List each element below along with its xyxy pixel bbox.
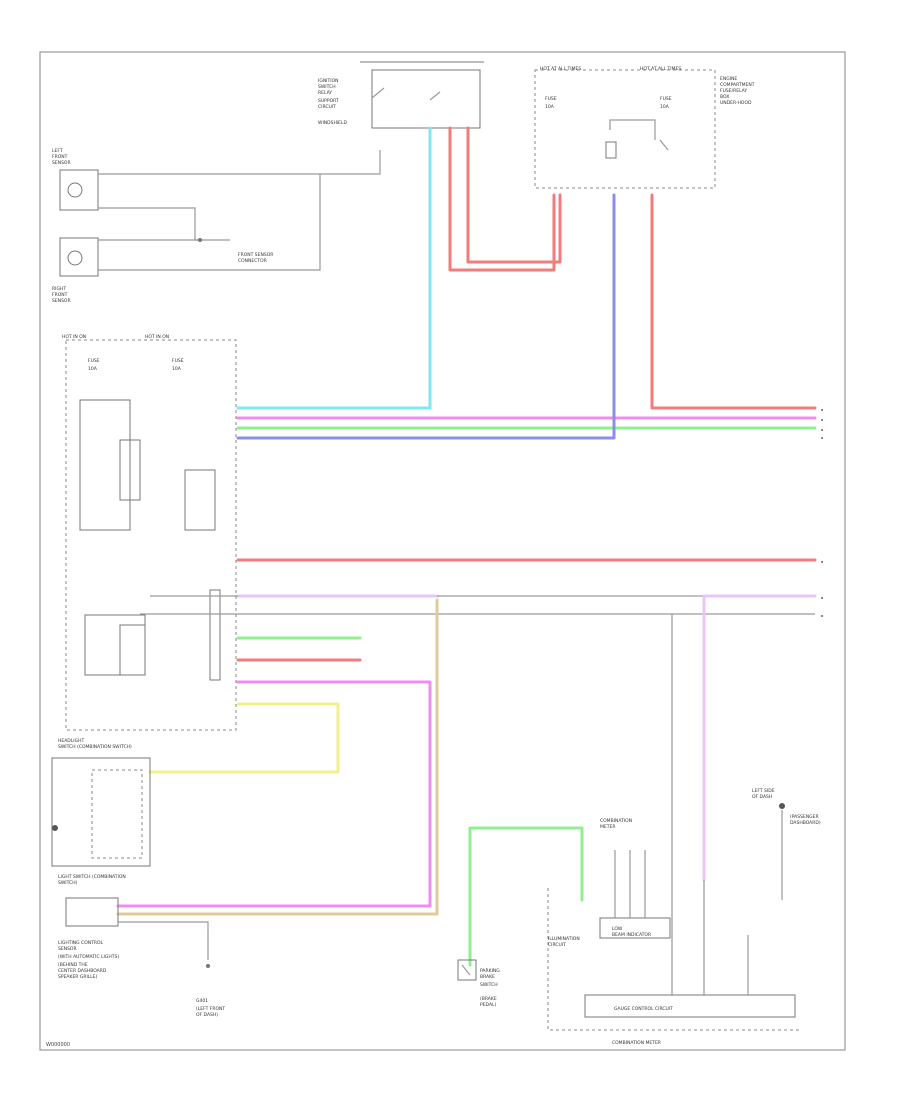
svg-text:SENSOR: SENSOR <box>52 160 71 166</box>
svg-text:SWITCH: SWITCH <box>318 84 336 90</box>
svg-text:RELAY: RELAY <box>318 90 332 96</box>
svg-text:LIGHT SWITCH (COMBINATION: LIGHT SWITCH (COMBINATION <box>58 874 126 880</box>
green-wire-bottom <box>468 826 584 967</box>
svg-text:FUSE/RELAY: FUSE/RELAY <box>720 88 747 94</box>
svg-text:LIGHTING CONTROL: LIGHTING CONTROL <box>58 940 104 946</box>
svg-text:FUSE: FUSE <box>88 358 100 364</box>
svg-text:10A: 10A <box>660 104 670 110</box>
fuse-relay-box: HOT AT ALL TIMES HOT AT ALL TIMES FUSE 1… <box>534 66 755 189</box>
svg-text:CIRCUIT: CIRCUIT <box>548 942 566 948</box>
svg-text:SPEAKER GRILLE): SPEAKER GRILLE) <box>58 974 98 980</box>
svg-text:G401: G401 <box>196 998 208 1004</box>
svg-text:WINDSHIELD: WINDSHIELD <box>318 120 348 126</box>
magenta-wire-lower <box>116 680 432 908</box>
cyan-wire <box>236 126 432 410</box>
lighting-control-sensor: LIGHTING CONTROL SENSOR (WITH AUTOMATIC … <box>58 897 225 1018</box>
control-unit: HOT IN ON HOT IN ON FUSE 10A FUSE 10A <box>62 334 237 731</box>
svg-text:PEDAL): PEDAL) <box>480 1002 497 1008</box>
diagram-frame <box>39 51 846 1051</box>
svg-text:SWITCH: SWITCH <box>480 982 498 988</box>
svg-text:(BEHIND THE: (BEHIND THE <box>58 962 88 968</box>
tan-wire <box>116 598 439 916</box>
figure-code: W000000 <box>46 1042 70 1048</box>
svg-text:(BRAKE: (BRAKE <box>480 996 497 1002</box>
svg-text:LEFT SIDE: LEFT SIDE <box>752 788 775 794</box>
svg-text:SENSOR: SENSOR <box>58 946 77 952</box>
svg-text:RIGHT: RIGHT <box>52 286 66 292</box>
svg-text:BEAM INDICATOR: BEAM INDICATOR <box>612 932 651 938</box>
svg-text:BOX: BOX <box>720 94 729 100</box>
svg-text:LOW: LOW <box>612 926 623 932</box>
svg-text:PARKING: PARKING <box>480 968 500 974</box>
svg-text:IGNITION: IGNITION <box>318 78 339 84</box>
svg-text:10A: 10A <box>88 366 98 372</box>
headlight-switch-block: HEADLIGHT SWITCH (COMBINATION SWITCH) LI… <box>51 738 151 886</box>
red-wire-top <box>448 126 556 272</box>
svg-text:COMBINATION: COMBINATION <box>600 818 632 824</box>
svg-text:CIRCUIT: CIRCUIT <box>318 104 336 110</box>
svg-text:CONNECTOR: CONNECTOR <box>238 258 267 264</box>
terminal-markers <box>821 409 823 617</box>
svg-text:SUPPORT: SUPPORT <box>318 98 339 104</box>
svg-text:ILLUMINATION: ILLUMINATION <box>548 936 580 942</box>
svg-text:HOT IN ON: HOT IN ON <box>62 334 86 340</box>
yellow-wire <box>148 702 340 774</box>
svg-text:METER: METER <box>600 824 615 830</box>
svg-text:DASHBOARD): DASHBOARD) <box>790 820 821 826</box>
svg-text:BRAKE: BRAKE <box>480 974 495 980</box>
sensor-wires: FRONT SENSOR CONNECTOR <box>98 150 381 271</box>
svg-text:SWITCH): SWITCH) <box>58 880 78 886</box>
svg-text:HEADLIGHT: HEADLIGHT <box>58 738 84 744</box>
svg-text:CENTER DASHBOARD: CENTER DASHBOARD <box>58 968 107 974</box>
blue-wire <box>236 193 616 440</box>
svg-text:HOT AT ALL TIMES: HOT AT ALL TIMES <box>640 66 681 72</box>
svg-text:(WITH AUTOMATIC LIGHTS): (WITH AUTOMATIC LIGHTS) <box>58 954 119 960</box>
svg-text:(LEFT FRONT: (LEFT FRONT <box>196 1006 225 1012</box>
svg-text:HOT AT ALL TIMES: HOT AT ALL TIMES <box>540 66 581 72</box>
svg-text:LEFT: LEFT <box>52 148 63 154</box>
svg-text:COMPARTMENT: COMPARTMENT <box>720 82 755 88</box>
svg-text:OF DASH): OF DASH) <box>196 1012 218 1018</box>
svg-text:FUSE: FUSE <box>545 96 557 102</box>
svg-text:FRONT: FRONT <box>52 292 68 298</box>
svg-text:COMBINATION METER: COMBINATION METER <box>612 1040 661 1046</box>
svg-text:SWITCH (COMBINATION SWITCH): SWITCH (COMBINATION SWITCH) <box>58 744 132 750</box>
svg-text:FRONT: FRONT <box>52 154 68 160</box>
svg-text:SENSOR: SENSOR <box>52 298 71 304</box>
parking-brake-switch: PARKING BRAKE SWITCH (BRAKE PEDAL) <box>457 959 500 1008</box>
svg-text:HOT IN ON: HOT IN ON <box>145 334 169 340</box>
svg-text:(PASSENGER: (PASSENGER <box>790 814 819 820</box>
gauge-control-module: COMBINATION METER LEFT SIDE OF DASH (PAS… <box>547 788 821 1046</box>
svg-text:GAUGE CONTROL CIRCUIT: GAUGE CONTROL CIRCUIT <box>614 1006 673 1012</box>
svg-text:FRONT SENSOR: FRONT SENSOR <box>238 252 273 258</box>
svg-text:OF DASH: OF DASH <box>752 794 772 800</box>
red-wire-top-b <box>466 126 562 264</box>
svg-text:ENGINE: ENGINE <box>720 76 737 82</box>
svg-text:UNDER-HOOD: UNDER-HOOD <box>720 100 752 106</box>
svg-text:10A: 10A <box>545 104 555 110</box>
left-sensor-block: LEFT FRONT SENSOR RIGHT FRONT SENSOR <box>52 148 99 304</box>
ignition-switch-block: IGNITION SWITCH RELAY SUPPORT CIRCUIT WI… <box>318 61 484 129</box>
red-wire-right <box>650 193 817 410</box>
svg-text:FUSE: FUSE <box>660 96 672 102</box>
svg-text:10A: 10A <box>172 366 182 372</box>
svg-text:FUSE: FUSE <box>172 358 184 364</box>
